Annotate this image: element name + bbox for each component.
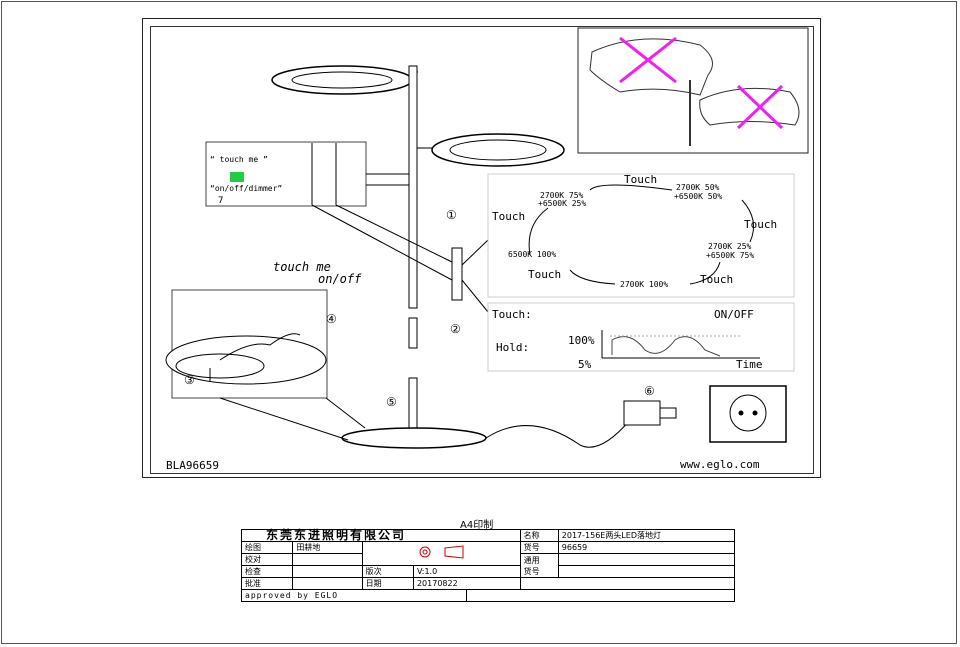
drawing-sheet (142, 18, 821, 478)
step-1: ① (446, 208, 457, 222)
cloth-covered-lamp-icon (589, 38, 713, 96)
step-4: ④ (326, 312, 337, 326)
step-3: ③ (184, 373, 195, 387)
timing-touch: Touch: (492, 308, 532, 321)
timing-hold: Hold: (496, 341, 530, 354)
timing-onoff: ON/OFF (714, 308, 754, 321)
state-2-line2: +6500K 75% (706, 251, 755, 260)
date-label: 日期 (361, 577, 414, 590)
company-name: 东莞东进照明有限公司 (241, 529, 521, 542)
step-6: ⑥ (644, 384, 655, 398)
cycle-touch-bottom-left: Touch (528, 268, 562, 281)
step-7: 7 (218, 196, 224, 206)
cycle-touch-right: Touch (744, 218, 778, 231)
title-block: 东莞东进照明有限公司 名称 2017-156E两头LED落地灯 绘图 田耕地 货… (240, 529, 736, 602)
state-5-line1: 2700K 75% (540, 191, 584, 200)
cloth-covered-lamp-icon-2 (699, 87, 800, 126)
step-5: ⑤ (386, 395, 397, 409)
cycle-touch-top: Touch (624, 173, 658, 186)
drawing-frame (150, 26, 814, 474)
model-value: 96659 (557, 541, 736, 554)
touch-me-small: “ touch me ” (210, 155, 268, 164)
cycle-touch-bottom-right: Touch (700, 273, 734, 286)
timing-panel (487, 302, 795, 372)
floor-lamp (271, 65, 631, 449)
touch-me-label: touch me (273, 260, 331, 274)
print-note: A4印制 (460, 520, 494, 531)
draw-value: 田耕地 (292, 541, 363, 554)
projection-symbol (361, 541, 521, 566)
timing-100pct: 100% (568, 334, 595, 347)
inspect-label: 检查 (240, 565, 294, 578)
state-2-line1: 2700K 25% (708, 242, 752, 251)
state-1-line2: +6500K 50% (674, 192, 723, 201)
check-label: 校对 (240, 553, 294, 566)
cycle-touch-left: Touch (492, 210, 526, 223)
version-label: 版次 (361, 565, 414, 578)
on-off-label: on/off (318, 272, 362, 286)
state-3-line1: 2700K 100% (620, 280, 669, 289)
touch-cycle-panel (487, 173, 795, 298)
state-4-line1: 6500K 100% (508, 250, 557, 259)
base-detail (165, 289, 366, 441)
state-1-line1: 2700K 50% (676, 183, 720, 192)
approve-label: 批准 (240, 577, 294, 590)
touch-detail (205, 141, 489, 313)
model-label: 货号 (519, 541, 559, 554)
product-code: BLA96659 (166, 459, 219, 472)
plug-and-socket (623, 385, 787, 443)
version-value: V:1.0 (412, 565, 521, 578)
step-2: ② (450, 322, 461, 336)
on-off-dimmer-label: “on/off/dimmer” (210, 184, 283, 193)
name-value: 2017-156E两头LED落地灯 (557, 529, 736, 542)
website: www.eglo.com (680, 458, 760, 471)
warning-box (577, 27, 809, 154)
timing-time: Time (736, 358, 763, 371)
state-5-line2: +6500K 25% (538, 199, 587, 208)
draw-label: 绘图 (240, 541, 294, 554)
power-adapter-icon (623, 400, 661, 426)
date-value: 20170822 (412, 577, 521, 590)
indicator-light (230, 172, 244, 182)
timing-5pct: 5% (578, 358, 592, 371)
approved-by: approved by EGLO (240, 589, 468, 602)
general-label: 通用 货号 (519, 553, 559, 578)
name-label: 名称 (519, 529, 559, 542)
